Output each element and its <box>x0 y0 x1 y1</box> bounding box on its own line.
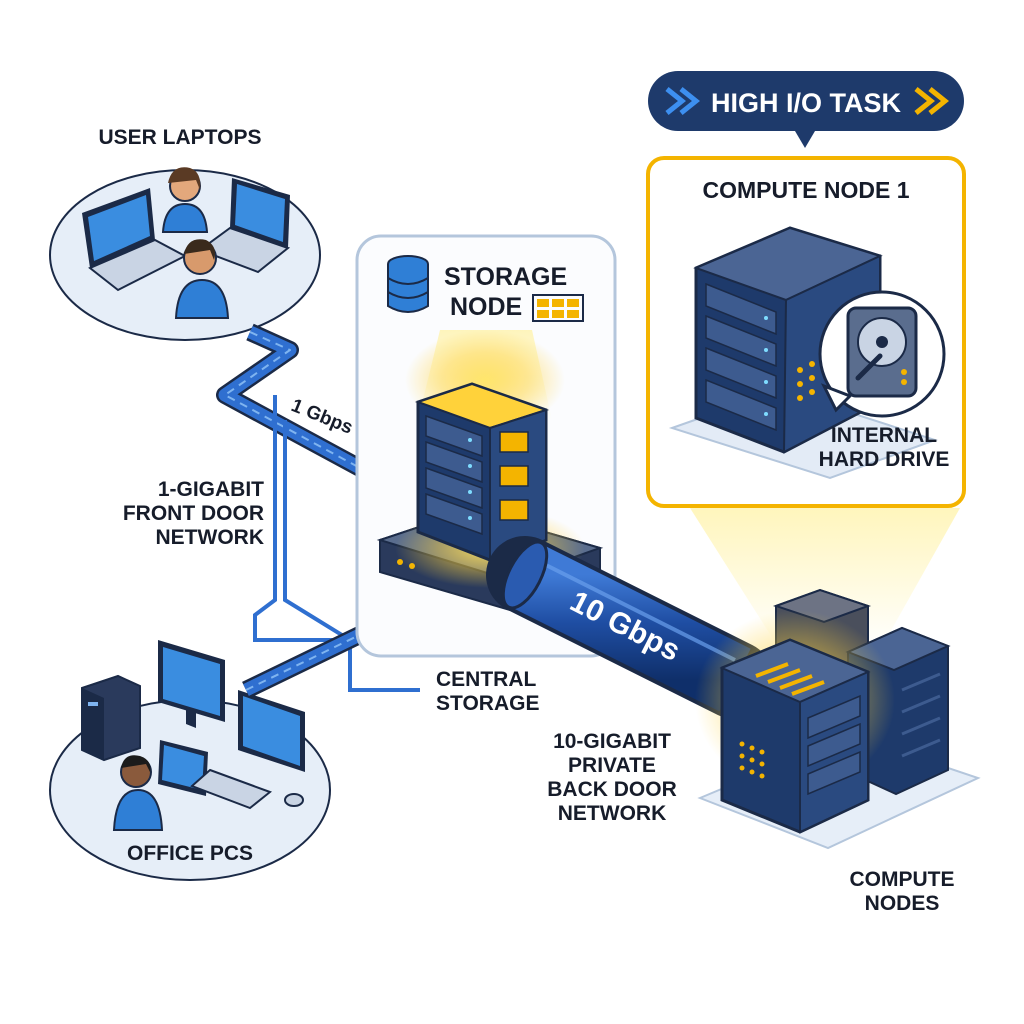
central-storage-label: CENTRAL STORAGE <box>436 668 540 715</box>
compute-node-1-title: COMPUTE NODE 1 <box>702 177 910 203</box>
person-icon <box>161 167 209 233</box>
desktop-pc-icon <box>81 674 141 762</box>
compute-node-1-panel <box>646 156 966 650</box>
person-icon <box>112 755 164 831</box>
laptops-group <box>49 167 321 341</box>
server-icon <box>414 382 550 562</box>
office-pcs-group <box>49 640 331 881</box>
laptop-icon <box>82 188 188 292</box>
high-io-task-title: HIGH I/O TASK <box>711 88 902 118</box>
storage-node-title: STORAGE NODE <box>444 263 568 321</box>
chevron-right-icon <box>914 87 950 115</box>
laptop-icon <box>197 178 291 274</box>
desktop-pc-icon <box>238 690 305 772</box>
office-pcs-label: OFFICE PCs <box>126 842 253 865</box>
back-door-network <box>486 536 774 719</box>
compute-nodes-label: COMPUTE NODES <box>849 868 955 915</box>
chevron-right-icon <box>665 87 701 115</box>
database-icon <box>387 255 429 313</box>
high-io-task-badge <box>648 71 964 148</box>
desktop-pc-icon <box>158 640 225 728</box>
back-door-network-label: 10-GIGABIT PRIVATE BACK DOOR NETWORK <box>547 730 677 825</box>
hard-drive-icon <box>818 290 946 418</box>
file-folders-icon <box>532 294 584 322</box>
user-laptops-label: USER LAPTOPS <box>98 126 262 149</box>
internal-hard-drive-label: INTERNAL HARD DRIVE <box>818 424 950 471</box>
person-icon <box>174 239 230 319</box>
front-door-network-label: 1-GIGABIT FRONT DOOR NETWORK <box>122 478 264 549</box>
compute-nodes-cluster <box>695 588 981 850</box>
server-icon <box>719 638 871 834</box>
